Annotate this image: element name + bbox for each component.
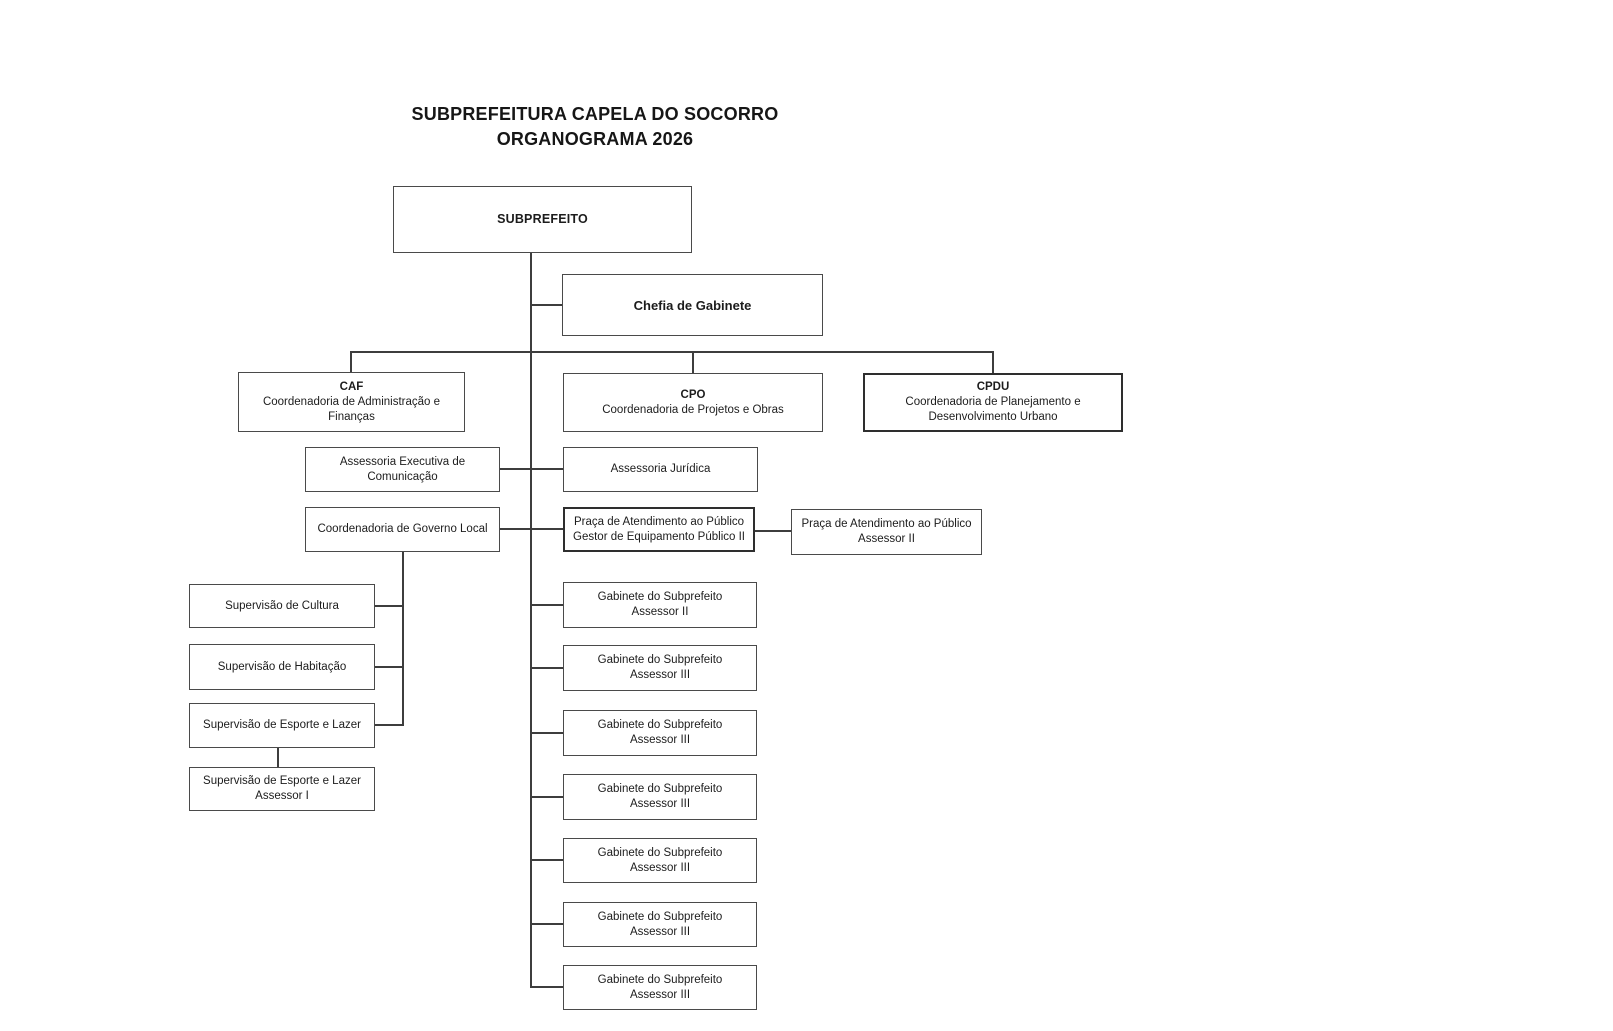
org-node-gabinete-2-line2: Assessor III <box>629 669 691 681</box>
org-node-supervisao-habitacao-label: Supervisão de Habitação <box>217 660 347 673</box>
org-node-governo-local-label: Coordenadoria de Governo Local <box>317 523 488 535</box>
connector-praca-row <box>500 528 563 530</box>
org-node-cpdu-name-line2: Desenvolvimento Urbano <box>928 411 1058 423</box>
connector-esporte-to-assessor <box>277 748 279 767</box>
connector-to-gabinete-3 <box>530 732 563 734</box>
org-node-gabinete-assessor-3: Gabinete do Subprefeito Assessor III <box>563 710 757 756</box>
org-node-subprefeito-label: SUBPREFEITO <box>497 212 588 226</box>
org-node-praca-gestor: Praça de Atendimento ao Público Gestor d… <box>563 507 755 552</box>
org-node-gabinete-6-line1: Gabinete do Subprefeito <box>597 910 723 923</box>
connector-to-gabinete-2 <box>530 667 563 669</box>
org-node-chefia-de-gabinete: Chefia de Gabinete <box>562 274 823 336</box>
org-node-cpo-acronym: CPO <box>680 388 706 401</box>
connector-rail-to-caf <box>350 351 352 372</box>
connector-to-sup-habitacao <box>375 666 404 668</box>
org-node-gabinete-2-line1: Gabinete do Subprefeito <box>597 654 723 666</box>
org-node-assessoria-comunicacao: Assessoria Executiva de Comunicação <box>305 447 500 492</box>
org-node-chefia-label: Chefia de Gabinete <box>633 297 752 313</box>
connector-to-sup-cultura <box>375 605 404 607</box>
connector-to-gabinete-1 <box>530 604 563 606</box>
org-node-gabinete-1-line2: Assessor II <box>631 606 689 618</box>
org-node-gabinete-7-line2: Assessor III <box>629 988 691 1001</box>
connector-to-gabinete-4 <box>530 796 563 798</box>
chart-title: SUBPREFEITURA CAPELA DO SOCORRO ORGANOGR… <box>394 102 796 152</box>
org-node-gabinete-7-line1: Gabinete do Subprefeito <box>597 973 723 986</box>
connector-to-gabinete-7 <box>530 986 563 988</box>
org-node-supervisao-esporte-label: Supervisão de Esporte e Lazer <box>203 719 361 731</box>
org-node-assessoria-juridica-label: Assessoria Jurídica <box>610 463 711 475</box>
org-node-caf-acronym: CAF <box>339 380 364 393</box>
org-node-praca-assessor-line2: Assessor II <box>858 533 915 545</box>
connector-to-sup-esporte <box>375 724 404 726</box>
org-node-supervisao-habitacao: Supervisão de Habitação <box>189 644 375 690</box>
org-node-supervisao-cultura-label: Supervisão de Cultura <box>225 599 339 612</box>
connector-rail-to-cpo <box>692 351 694 373</box>
org-node-cpdu-acronym: CPDU <box>976 381 1010 393</box>
org-node-gabinete-assessor-6: Gabinete do Subprefeito Assessor III <box>563 902 757 947</box>
chart-title-line1: SUBPREFEITURA CAPELA DO SOCORRO <box>411 104 779 124</box>
org-node-cpo-name: Coordenadoria de Projetos e Obras <box>602 403 784 416</box>
org-node-gabinete-6-line2: Assessor III <box>629 925 691 938</box>
org-node-gabinete-assessor-4: Gabinete do Subprefeito Assessor III <box>563 774 757 820</box>
org-node-assessoria-comunicacao-line2: Comunicação <box>367 470 438 483</box>
org-node-gabinete-3-line1: Gabinete do Subprefeito <box>597 719 723 731</box>
org-node-gabinete-assessor-7: Gabinete do Subprefeito Assessor III <box>563 965 757 1010</box>
org-node-gabinete-3-line2: Assessor III <box>629 734 691 746</box>
connector-governo-local-drop <box>402 552 404 725</box>
org-node-gabinete-assessor-5: Gabinete do Subprefeito Assessor III <box>563 838 757 883</box>
org-node-gabinete-5-line2: Assessor III <box>629 861 691 874</box>
org-node-cpo: CPO Coordenadoria de Projetos e Obras <box>563 373 823 432</box>
connector-main-spine <box>530 253 532 988</box>
org-node-praca-assessor-line1: Praça de Atendimento ao Público <box>801 518 972 530</box>
org-node-gabinete-1-line1: Gabinete do Subprefeito <box>597 591 723 603</box>
org-node-gabinete-assessor-2: Gabinete do Subprefeito Assessor III <box>563 645 757 691</box>
org-node-caf: CAF Coordenadoria de Administração e Fin… <box>238 372 465 432</box>
connector-praca-to-assessor <box>755 530 791 532</box>
org-node-cpdu: CPDU Coordenadoria de Planejamento e Des… <box>863 373 1123 432</box>
connector-spine-to-chefia <box>530 304 563 306</box>
org-node-caf-name: Coordenadoria de Administração e Finança… <box>262 395 441 423</box>
org-node-praca-assessor: Praça de Atendimento ao Público Assessor… <box>791 509 982 555</box>
org-node-supervisao-esporte: Supervisão de Esporte e Lazer <box>189 703 375 748</box>
connector-rail-to-cpdu <box>992 351 994 373</box>
org-node-assessoria-comunicacao-line1: Assessoria Executiva de <box>339 455 466 468</box>
org-node-gabinete-assessor-1: Gabinete do Subprefeito Assessor II <box>563 582 757 628</box>
org-node-praca-gestor-line1: Praça de Atendimento ao Público <box>573 515 745 528</box>
org-node-subprefeito: SUBPREFEITO <box>393 186 692 253</box>
org-node-praca-gestor-line2: Gestor de Equipamento Público II <box>573 530 745 543</box>
org-node-gabinete-4-line1: Gabinete do Subprefeito <box>597 783 723 795</box>
org-node-supervisao-esporte-assessor-line1: Supervisão de Esporte e Lazer <box>203 775 361 787</box>
connector-to-gabinete-6 <box>530 923 563 925</box>
org-node-supervisao-esporte-assessor-line2: Assessor I <box>255 790 309 802</box>
chart-title-line2: ORGANOGRAMA 2026 <box>496 129 694 149</box>
org-node-cpdu-name-line1: Coordenadoria de Planejamento e <box>905 396 1081 408</box>
connector-assessoria-row <box>500 468 563 470</box>
connector-coordination-rail <box>350 351 994 353</box>
org-node-gabinete-5-line1: Gabinete do Subprefeito <box>597 846 723 859</box>
org-node-assessoria-juridica: Assessoria Jurídica <box>563 447 758 492</box>
org-node-supervisao-esporte-assessor: Supervisão de Esporte e Lazer Assessor I <box>189 767 375 811</box>
org-node-supervisao-cultura: Supervisão de Cultura <box>189 584 375 628</box>
connector-to-gabinete-5 <box>530 859 563 861</box>
org-node-gabinete-4-line2: Assessor III <box>629 798 691 810</box>
org-node-governo-local: Coordenadoria de Governo Local <box>305 507 500 552</box>
